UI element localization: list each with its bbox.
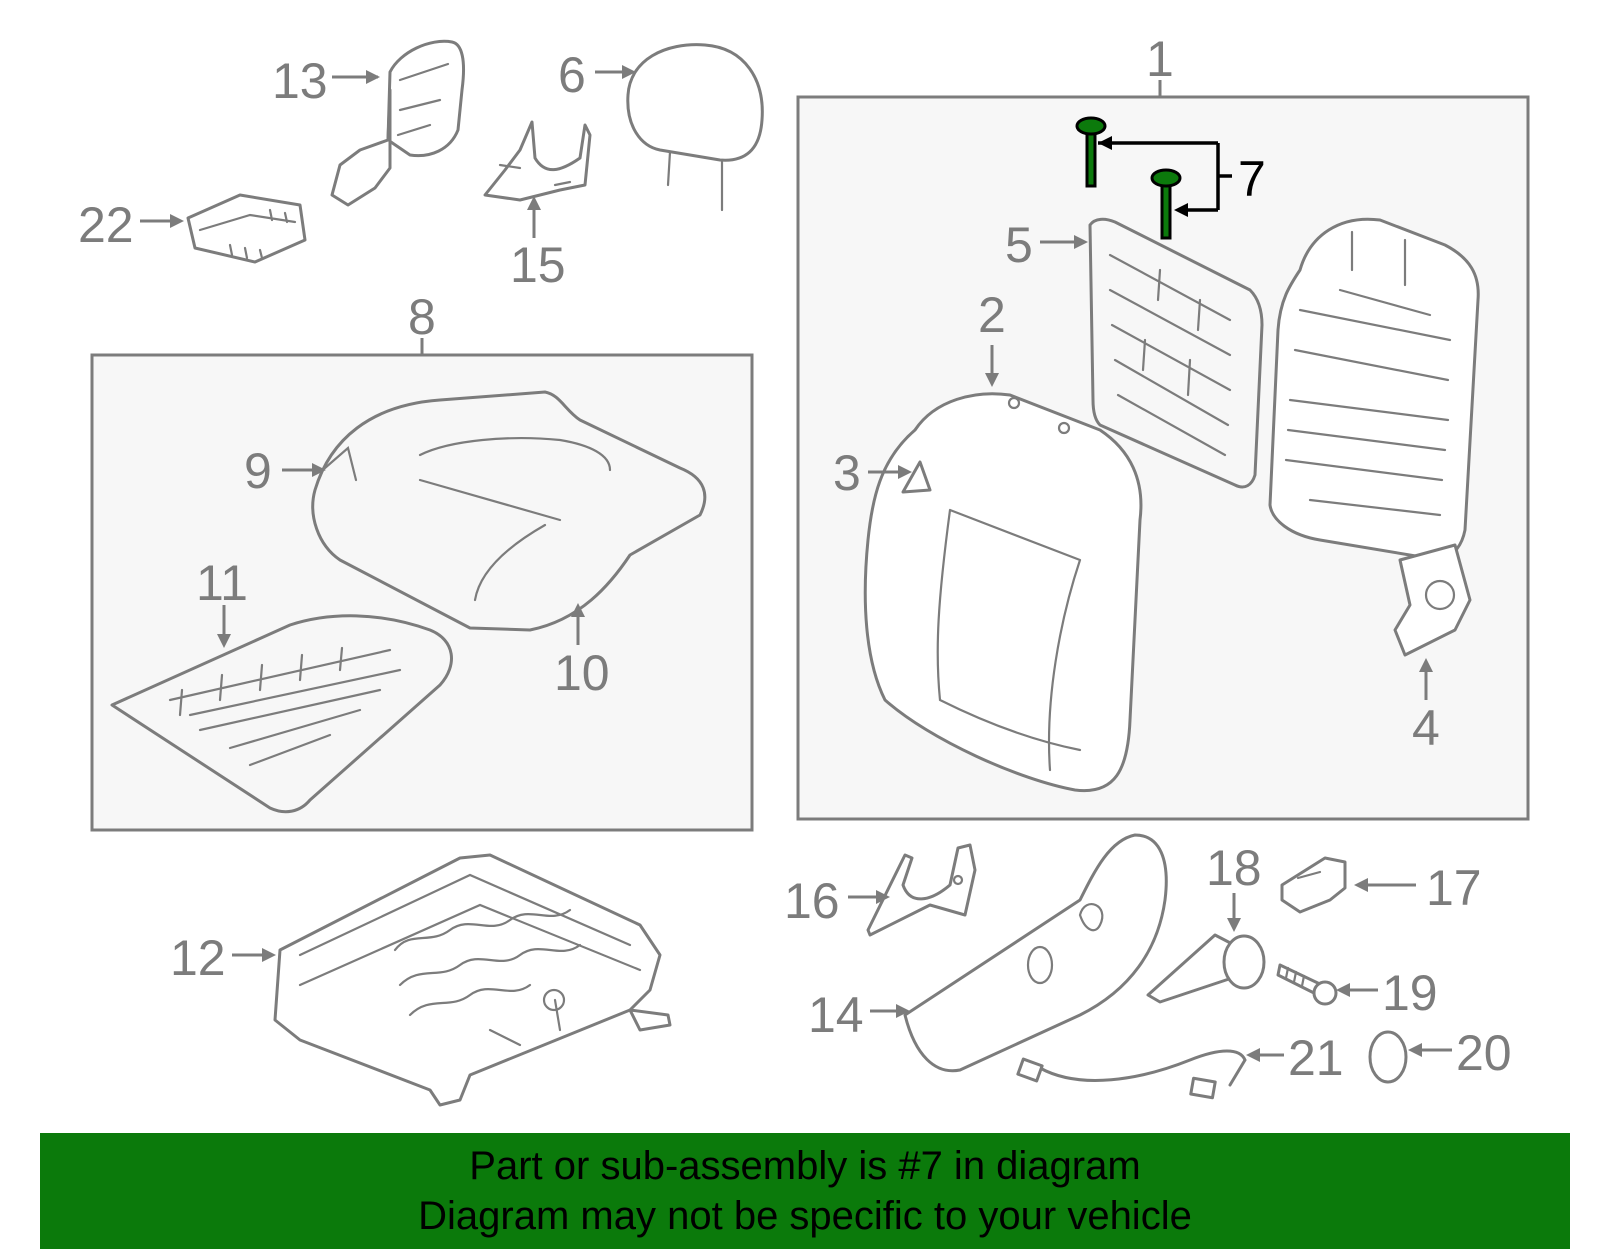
callout-9: 9 [244, 443, 272, 499]
arrowhead-19 [1336, 983, 1350, 997]
arrowhead-12 [262, 948, 276, 962]
callout-8: 8 [408, 289, 436, 345]
part-21-wire-harness [1016, 1049, 1247, 1100]
arrowhead-6 [622, 65, 636, 79]
callout-12: 12 [170, 930, 226, 986]
callout-7: 7 [1238, 151, 1266, 207]
callout-21: 21 [1288, 1030, 1344, 1086]
part-13-side-cover [330, 39, 466, 207]
arrowhead-22 [170, 214, 184, 228]
callout-14: 14 [808, 987, 864, 1043]
callout-19: 19 [1382, 965, 1438, 1021]
arrowhead-7b [1174, 203, 1188, 217]
part-18-recliner-lever [1146, 933, 1266, 1004]
callout-13: 13 [272, 53, 328, 109]
part-4-back-frame [1268, 217, 1480, 657]
arrowhead-4 [1419, 658, 1433, 672]
arrowhead-17 [1354, 878, 1368, 892]
part-6-headrest [626, 43, 764, 212]
arrowhead-5 [1074, 235, 1088, 249]
part-15-guide-bracket [483, 120, 592, 202]
callout-4: 4 [1412, 700, 1440, 756]
notice-line-2: Diagram may not be specific to your vehi… [418, 1194, 1192, 1238]
part-5-back-pad [1088, 217, 1264, 489]
part-22-module [186, 193, 307, 264]
part-10-cushion-pad [311, 390, 707, 632]
callout-18: 18 [1206, 840, 1262, 896]
arrowhead-10 [571, 603, 585, 617]
callout-1: 1 [1146, 31, 1174, 87]
arrowhead-15 [527, 196, 541, 210]
callout-17: 17 [1426, 860, 1482, 916]
callout-20: 20 [1456, 1025, 1512, 1081]
arrowhead-11 [217, 634, 231, 648]
callout-3: 3 [833, 445, 861, 501]
callout-5: 5 [1005, 217, 1033, 273]
notice-banner: Part or sub-assembly is #7 in diagram Di… [40, 1133, 1570, 1249]
arrowhead-14 [896, 1004, 910, 1018]
part-12-seat-track [273, 853, 672, 1107]
callout-11: 11 [196, 555, 248, 611]
callout-22: 22 [78, 197, 134, 253]
arrowhead-18 [1227, 918, 1241, 932]
arrowhead-20 [1408, 1043, 1422, 1057]
callout-10: 10 [554, 645, 610, 701]
callout-15: 15 [510, 237, 566, 293]
part-7-bolts [1075, 116, 1182, 240]
part-19-screw [1276, 963, 1338, 1006]
callout-2: 2 [978, 287, 1006, 343]
arrowhead-13 [366, 70, 380, 84]
part-17-clip [1280, 856, 1347, 914]
arrowhead-21 [1246, 1048, 1260, 1062]
part-16-bracket [866, 843, 977, 937]
callout-16: 16 [784, 873, 840, 929]
notice-line-1: Part or sub-assembly is #7 in diagram [469, 1144, 1141, 1188]
part-11-heater-mat [110, 614, 453, 814]
arrowhead-16 [876, 890, 890, 904]
part-2-back-cover [863, 392, 1143, 793]
arrowhead-9 [312, 463, 326, 477]
leader-7 [1098, 141, 1232, 212]
part-20-ring [1368, 1030, 1408, 1084]
callout-6: 6 [558, 47, 586, 103]
part-14-side-shield [903, 833, 1168, 1073]
arrowhead-7a [1098, 136, 1112, 150]
arrowhead-2 [985, 373, 999, 387]
arrowhead-3 [898, 465, 912, 479]
